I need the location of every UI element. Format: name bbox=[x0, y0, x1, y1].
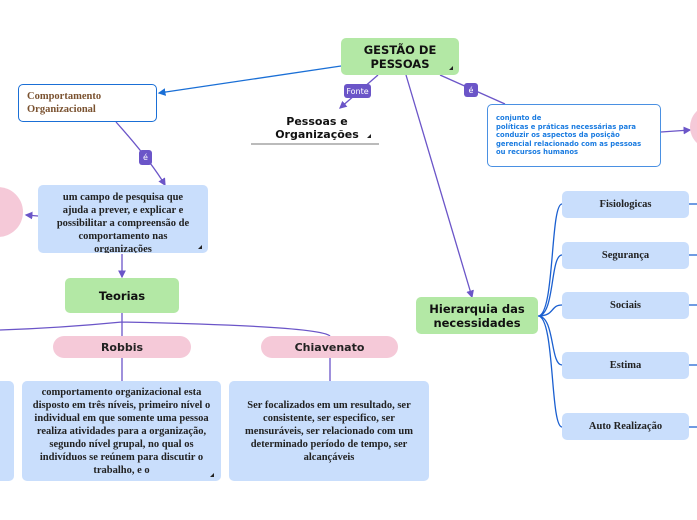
chiavenato-node[interactable]: Chiavenato bbox=[261, 336, 398, 358]
hierarquia-node[interactable]: Hierarquia das necessidades bbox=[416, 297, 538, 334]
need-auto-realizacao[interactable]: Auto Realização bbox=[562, 413, 689, 440]
robbis-text-node[interactable]: comportamento organizacional esta dispos… bbox=[22, 381, 221, 481]
teorias-node[interactable]: Teorias bbox=[65, 278, 179, 313]
conjunto-node[interactable]: conjunto de políticas e práticas necessá… bbox=[487, 104, 661, 167]
link-label-e[interactable]: é bbox=[464, 83, 478, 97]
link-label-fonte[interactable]: Fonte bbox=[344, 84, 371, 98]
need-sociais[interactable]: Sociais bbox=[562, 292, 689, 319]
chiavenato-text-node[interactable]: Ser focalizados em um resultado, ser con… bbox=[229, 381, 429, 481]
comportamento-node[interactable]: Comportamento Organizacional bbox=[18, 84, 157, 122]
need-fisiologicas[interactable]: Fisiologicas bbox=[562, 191, 689, 218]
partial-node[interactable] bbox=[0, 381, 14, 481]
pessoas-node[interactable]: Pessoas e Organizações bbox=[275, 115, 359, 141]
need-estima[interactable]: Estima bbox=[562, 352, 689, 379]
link-label-e[interactable]: é bbox=[139, 150, 152, 165]
need-seguranca[interactable]: Segurança bbox=[562, 242, 689, 269]
robbis-node[interactable]: Robbis bbox=[53, 336, 191, 358]
campo-node[interactable]: um campo de pesquisa que ajuda a prever,… bbox=[38, 185, 208, 253]
root-node[interactable]: GESTÃO DE PESSOAS bbox=[341, 38, 459, 75]
